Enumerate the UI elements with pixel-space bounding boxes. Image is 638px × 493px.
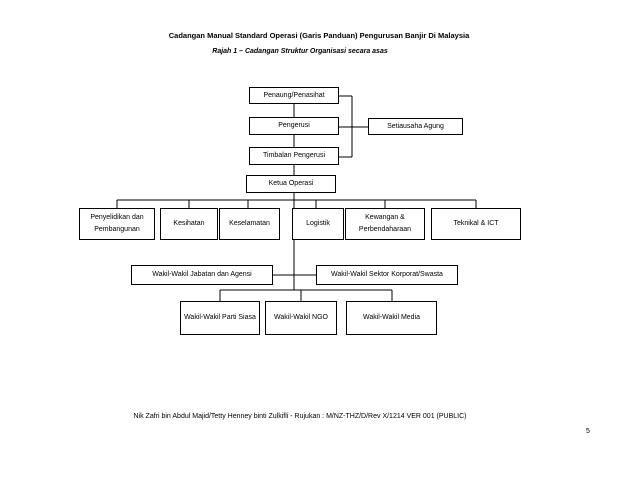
page-number: 5 [586, 428, 590, 435]
figure-caption: Rajah 1 – Cadangan Struktur Organisasi s… [212, 48, 388, 55]
ops-head-box: Ketua Operasi [246, 175, 336, 193]
department-finance-box: Kewangan & Perbendaharaan [345, 208, 425, 240]
department-research-box: Penyelidikan dan Pembangunan [79, 208, 155, 240]
rep-corporate-box: Wakil-Wakil Sektor Korporat/Swasta [316, 265, 458, 285]
patron-box: Penaung/Penasihat [249, 87, 339, 104]
department-safety-box: Keselamatan [219, 208, 280, 240]
footer-credit: Nik Zafri bin Abdul Majid/Tetty Henney b… [133, 413, 467, 420]
vice-chairman-box: Timbalan Pengerusi [249, 147, 339, 165]
chairman-box: Pengerusi [249, 117, 339, 135]
department-technical-box: Teknikal & ICT [431, 208, 521, 240]
page-title: Cadangan Manual Standard Operasi (Garis … [168, 31, 470, 40]
secretary-box: Setiausaha Agung [368, 118, 463, 135]
department-health-box: Kesihatan [160, 208, 218, 240]
department-logistics-box: Logistik [292, 208, 344, 240]
rep-agencies-box: Wakil-Wakil Jabatan dan Agensi [131, 265, 273, 285]
rep-parties-box: Wakil-Wakil Parti Siasa [180, 301, 260, 335]
rep-media-box: Wakil-Wakil Media [346, 301, 437, 335]
rep-ngo-box: Wakil-Wakil NGO [265, 301, 337, 335]
